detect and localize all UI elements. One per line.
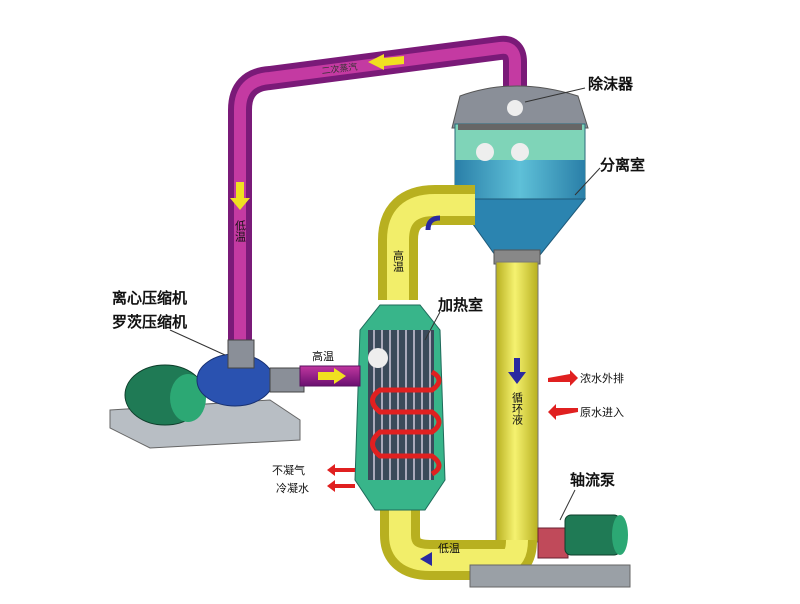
flow-arrow-left-icon [368, 54, 404, 70]
circulating-liquid-label: 循环液 [511, 392, 524, 426]
high-temp-outlet-label: 高温 [312, 349, 334, 363]
flow-arrow-down-icon [230, 182, 250, 210]
flow-arrow-right-icon [318, 368, 346, 384]
heating-chamber-label: 加热室 [437, 296, 483, 314]
secondary-steam-pipe [228, 35, 527, 340]
non-condensable-gas-label: 不凝气 [272, 463, 305, 477]
side-flow-arrows-icon [327, 370, 578, 492]
riser-pipe [387, 194, 475, 300]
heat-flow-arrows-icon [370, 369, 442, 477]
separator-vessel [451, 85, 589, 265]
roots-compressor-label: 罗茨压缩机 [112, 313, 187, 331]
compressor [109, 339, 305, 449]
demister-label: 除沫器 [588, 75, 634, 93]
centrifugal-compressor-label: 离心压缩机 [112, 289, 187, 307]
axial-pump [537, 514, 628, 559]
high-temp-riser-label: 高温 [392, 249, 405, 272]
flow-arrow-down-icon [508, 358, 526, 384]
axial-pump-label: 轴流泵 [570, 471, 615, 489]
condensate-label: 冷凝水 [276, 481, 309, 495]
raw-water-inlet-label: 原水进入 [580, 406, 624, 419]
heating-chamber [354, 304, 446, 511]
separator-label: 分离室 [600, 156, 645, 174]
low-temp-label: 低温 [234, 220, 247, 242]
flow-arrow-icon [425, 215, 441, 231]
circulation-pipe [495, 261, 539, 543]
flow-arrow-left-icon [420, 552, 432, 566]
concentrate-discharge-label: 浓水外排 [580, 371, 624, 385]
low-temp-bottom-label: 低温 [438, 542, 460, 555]
